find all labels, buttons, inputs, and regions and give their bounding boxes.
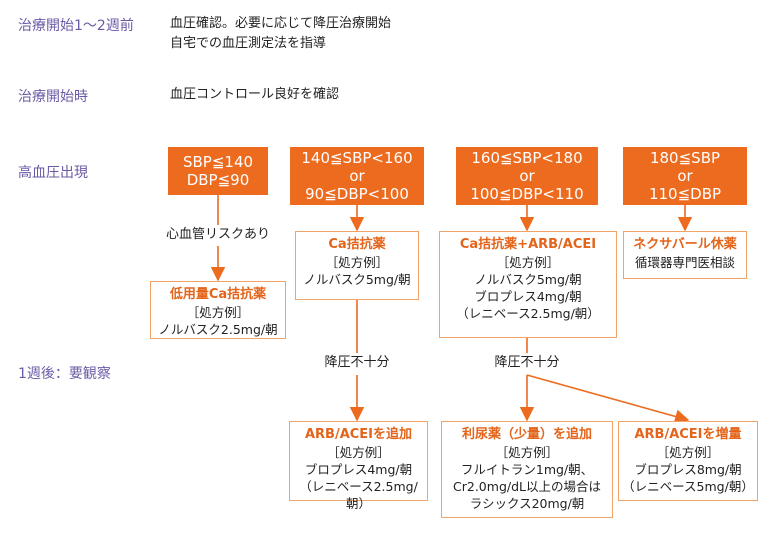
threshold-line: 100≦DBP<110 [470,185,584,203]
insufficient-label-ca: 降圧不十分 [317,355,397,371]
treatment-title: Ca拮抗薬 [328,237,386,252]
followup-line: フルイトラン1mg/朝、 [460,462,594,477]
arrow-to-arb-up [526,374,690,424]
insufficient-label-ca-arb: 降圧不十分 [487,355,567,371]
threshold-line: 90≦DBP<100 [305,185,409,203]
followup-box-arb-add: ARB/ACEIを追加 ［処方例］ ブロプレス4mg/朝 （レニベース2.5mg… [289,421,428,511]
threshold-line: or [349,167,365,185]
phase-desc-start: 血圧コントロール良好を確認 [170,87,340,102]
phase-desc-week1-2: 血圧確認。必要に応じて降圧治療開始 自宅での血圧測定法を指導 [170,14,391,54]
followup-line: ブロプレス8mg/朝 [634,462,742,477]
treatment-box-ca: Ca拮抗薬 ［処方例］ ノルバスク5mg/朝 [295,231,419,300]
phase-label-week-after: 1週後：要観察 [18,366,111,382]
followup-line: ［処方例］ [327,445,390,460]
treatment-line: ［処方例］ [325,255,389,270]
threshold-line: 160≦SBP<180 [471,149,583,167]
followup-line: ［処方例］ [656,445,720,460]
threshold-box-1: SBP≦140 DBP≦90 [168,147,268,195]
followup-title: ARB/ACEIを増量 [634,427,742,442]
treatment-line: ［処方例］ [496,255,560,270]
threshold-line: or [519,167,535,185]
threshold-line: or [677,167,693,185]
followup-line: （レニベース2.5mg/朝） [299,479,418,511]
phase-label-start: 治療開始時 [18,89,88,105]
followup-box-diuretic: 利尿薬（少量）を追加 ［処方例］ フルイトラン1mg/朝、 Cr2.0mg/dL… [441,421,613,518]
phase-desc-line: 自宅での血圧測定法を指導 [170,36,327,51]
treatment-line: ノルバスク5mg/朝 [303,272,411,287]
followup-line: Cr2.0mg/dL以上の場合は [453,479,601,494]
followup-title: 利尿薬（少量）を追加 [461,427,592,442]
phase-desc-line: 血圧確認。必要に応じて降圧治療開始 [170,16,392,31]
threshold-line: 140≦SBP<160 [301,149,413,167]
followup-line: ［処方例］ [495,445,559,460]
followup-line: ブロプレス4mg/朝 [304,462,413,477]
treatment-line: （レニベース2.5mg/朝） [456,306,600,321]
cv-risk-label: 心血管リスクあり [163,227,273,243]
treatment-box-nexavar: ネクサバール休薬 循環器専門医相談 [623,231,747,279]
followup-line: （レニベース5mg/朝） [622,479,754,494]
threshold-box-3: 160≦SBP<180 or 100≦DBP<110 [456,147,598,205]
treatment-line: ノルバスク5mg/朝 [474,272,582,287]
treatment-box-low-ca: 低用量Ca拮抗薬 ［処方例］ ノルバスク2.5mg/朝 [150,281,286,339]
threshold-line: 180≦SBP [649,149,721,167]
treatment-title: Ca拮抗薬+ARB/ACEI [459,237,597,252]
phase-label-week1-2: 治療開始1〜2週前 [18,18,134,34]
treatment-box-ca-arb: Ca拮抗薬+ARB/ACEI ［処方例］ ノルバスク5mg/朝 ブロプレス4mg… [439,231,617,338]
treatment-line: ノルバスク2.5mg/朝 [158,322,278,337]
treatment-line: 循環器専門医相談 [634,255,735,270]
followup-box-arb-up: ARB/ACEIを増量 ［処方例］ ブロプレス8mg/朝 （レニベース5mg/朝… [618,421,758,501]
treatment-title: ネクサバール休薬 [633,237,737,252]
treatment-line: ブロプレス4mg/朝 [474,289,582,304]
followup-title: ARB/ACEIを追加 [304,427,413,442]
followup-line: ラシックス20mg/朝 [469,496,585,511]
treatment-line: ［処方例］ [186,305,250,320]
threshold-box-4: 180≦SBP or 110≦DBP [623,147,747,205]
treatment-title: 低用量Ca拮抗薬 [169,287,267,302]
threshold-line: DBP≦90 [186,171,250,189]
threshold-box-2: 140≦SBP<160 or 90≦DBP<100 [290,147,424,205]
phase-label-hypertension: 高血圧出現 [18,165,88,181]
threshold-line: 110≦DBP [648,185,722,203]
threshold-line: SBP≦140 [182,153,254,171]
